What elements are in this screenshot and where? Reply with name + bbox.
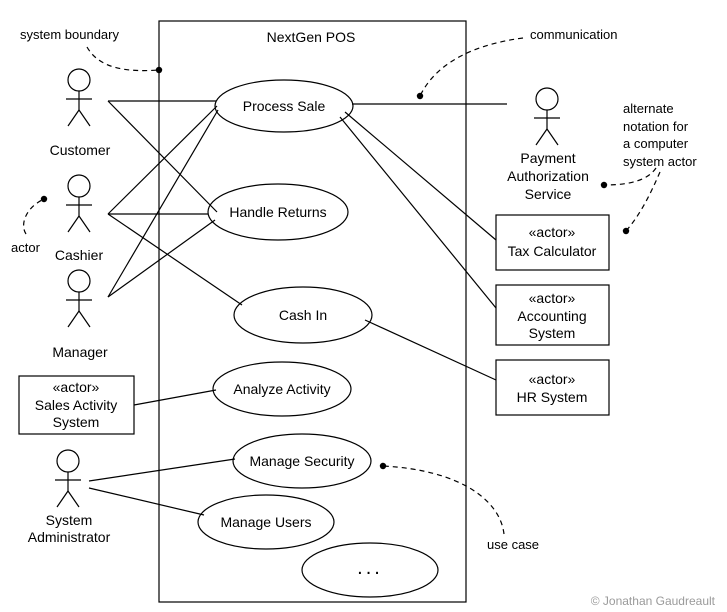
system-boundary-annotation-line xyxy=(86,46,160,72)
actor-annotation-line xyxy=(23,198,45,235)
system-title: NextGen POS xyxy=(267,29,356,45)
actor-label-payment-1: Payment xyxy=(520,150,575,166)
annotation-alternate-4: system actor xyxy=(623,154,697,169)
communication-annotation-dot xyxy=(416,92,424,100)
use-case-label-handle-returns: Handle Returns xyxy=(229,204,326,220)
actor-label-manager: Manager xyxy=(52,344,108,360)
use-case-label-manage-security: Manage Security xyxy=(249,453,354,469)
actor-label-payment-2: Authorization xyxy=(507,168,589,184)
accounting-label-2: System xyxy=(529,325,576,341)
annotation-system-boundary: system boundary xyxy=(20,27,119,42)
actor-label-customer: Customer xyxy=(50,142,111,158)
sales-stereotype: «actor» xyxy=(53,379,100,395)
use-case-label-analyze-activity: Analyze Activity xyxy=(233,381,330,397)
actor-label-payment-3: Service xyxy=(525,186,572,202)
use-case-label-cash-in: Cash In xyxy=(279,307,327,323)
use-case-label-more: ... xyxy=(357,557,383,579)
sales-label-1: Sales Activity xyxy=(35,397,117,413)
stick-figure-system-administrator xyxy=(55,449,81,508)
use-case-label-manage-users: Manage Users xyxy=(220,514,311,530)
use-case-analyze-activity xyxy=(212,361,352,417)
tax-label: Tax Calculator xyxy=(508,243,597,259)
actor-label-cashier: Cashier xyxy=(55,247,104,263)
stick-figure-customer xyxy=(66,68,92,127)
actor-box-hr-system xyxy=(495,359,610,416)
alternate-notation-line-2 xyxy=(625,171,661,232)
annotation-alternate-3: a computer xyxy=(623,136,689,151)
accounting-stereotype: «actor» xyxy=(529,290,576,306)
use-case-more xyxy=(301,542,439,598)
use-case-process-sale xyxy=(214,79,354,133)
annotation-actor: actor xyxy=(11,240,41,255)
association-lines xyxy=(88,100,507,516)
use-case-annotation-line xyxy=(382,465,505,535)
annotation-alternate-2: notation for xyxy=(623,119,689,134)
actor-label-sysadmin-2: Administrator xyxy=(28,529,111,545)
stick-figure-manager xyxy=(66,269,92,328)
tax-stereotype: «actor» xyxy=(529,224,576,240)
system-boundary xyxy=(158,20,467,603)
copyright-notice: © Jonathan Gaudreault xyxy=(591,594,716,608)
actor-annotation-dot xyxy=(40,195,48,203)
alternate-notation-dot-1 xyxy=(600,181,608,189)
annotation-use-case: use case xyxy=(487,537,539,552)
actor-box-accounting-system xyxy=(495,284,610,346)
stick-figure-payment-authorization xyxy=(534,87,560,146)
annotation-alternate-1: alternate xyxy=(623,101,674,116)
use-case-manage-security xyxy=(232,433,372,489)
actor-label-sysadmin-1: System xyxy=(46,512,93,528)
use-case-cash-in xyxy=(233,286,373,344)
accounting-label-1: Accounting xyxy=(517,308,586,324)
use-case-label-process-sale: Process Sale xyxy=(243,98,326,114)
actor-box-tax-calculator xyxy=(495,214,610,271)
use-case-manage-users xyxy=(197,494,335,550)
actor-box-sales-activity-system xyxy=(18,375,135,435)
alternate-notation-line-1 xyxy=(604,167,657,186)
alternate-notation-dot-2 xyxy=(622,227,630,235)
use-case-handle-returns xyxy=(207,183,349,241)
annotation-communication: communication xyxy=(530,27,617,42)
system-boundary-annotation-dot xyxy=(155,66,163,74)
communication-annotation-line xyxy=(419,37,524,97)
hr-stereotype: «actor» xyxy=(529,371,576,387)
use-case-annotation-dot xyxy=(379,462,387,470)
sales-label-2: System xyxy=(53,414,100,430)
stick-figure-cashier xyxy=(66,174,92,233)
hr-label: HR System xyxy=(517,389,588,405)
